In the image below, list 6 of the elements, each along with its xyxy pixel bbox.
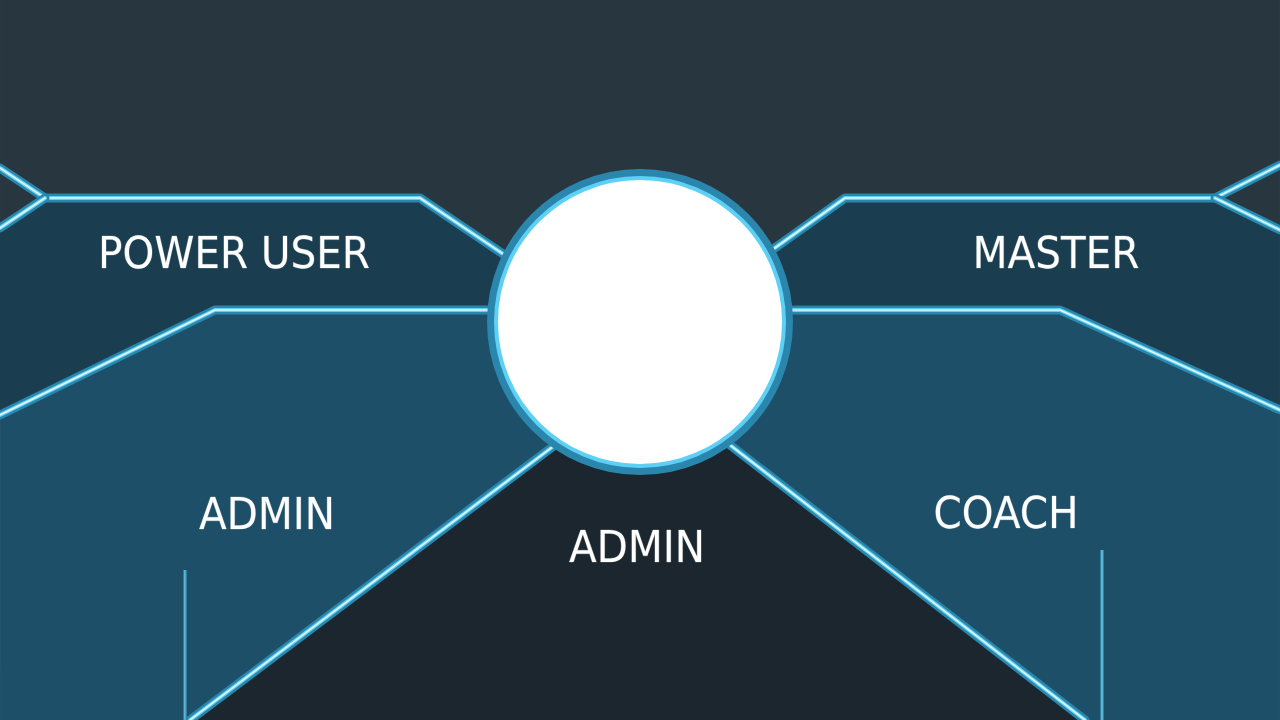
role-label: COACH <box>935 495 1075 529</box>
hub-circle <box>487 169 793 475</box>
role-label: POWER USER <box>101 235 369 269</box>
role-label: ADMIN <box>569 529 702 563</box>
role-label: MASTER <box>976 235 1139 269</box>
role-label: ADMIN <box>199 496 332 530</box>
